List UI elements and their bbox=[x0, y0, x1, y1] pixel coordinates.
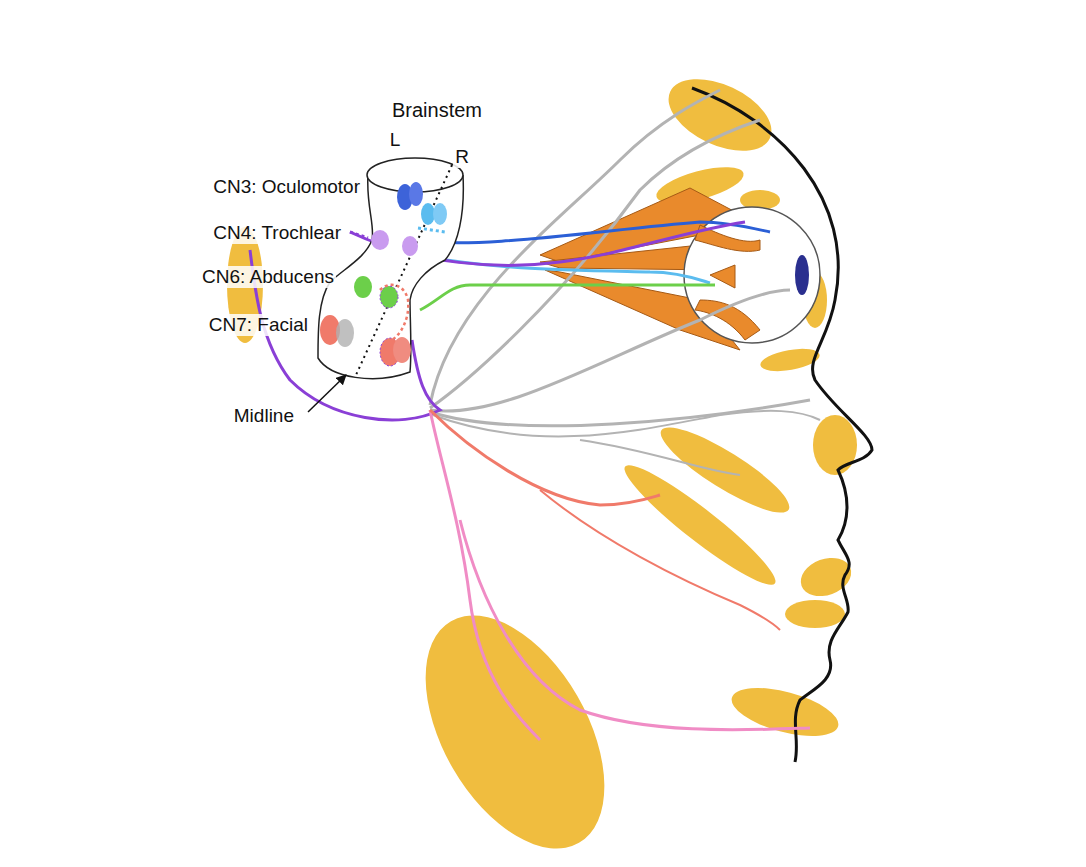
label: CN3: Oculomotor bbox=[211, 176, 362, 198]
label: R bbox=[453, 146, 471, 168]
face-profile bbox=[692, 88, 872, 762]
label: Brainstem bbox=[390, 99, 484, 121]
midline-pointer bbox=[308, 375, 346, 412]
label: CN6: Abducens bbox=[200, 266, 336, 288]
label: L bbox=[388, 129, 403, 151]
label: CN4: Trochlear bbox=[211, 222, 343, 244]
label: CN7: Facial bbox=[207, 314, 310, 336]
label: Midline bbox=[232, 405, 296, 427]
